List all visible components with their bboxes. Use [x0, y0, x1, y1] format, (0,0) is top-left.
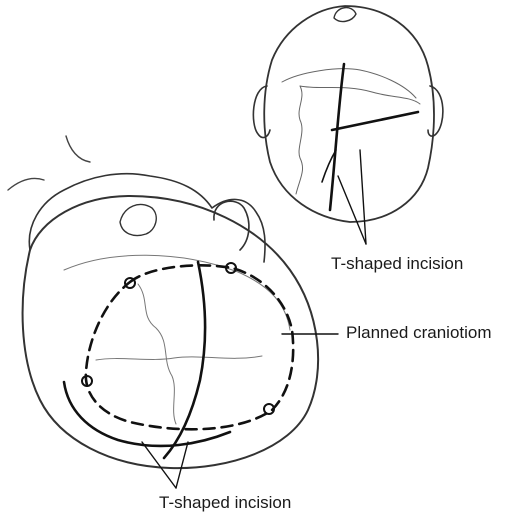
- large-head-oblique-view: [7, 135, 320, 470]
- small-nose-outline: [333, 7, 357, 23]
- small-incision-branch: [321, 149, 337, 183]
- burr-hole-marker: [263, 403, 275, 415]
- burr-hole-marker: [124, 277, 136, 289]
- large-head-outline: [21, 195, 320, 470]
- leader-line-bottom-incision-a: [141, 441, 177, 489]
- top-incision-label: T-shaped incision: [331, 254, 464, 273]
- small-head-outline: [263, 5, 435, 223]
- leader-line-top-incision-a: [337, 175, 367, 245]
- leader-line-bottom-incision-b: [175, 441, 189, 489]
- large-face-ridge: [28, 172, 266, 263]
- small-right-ear: [427, 85, 444, 137]
- small-head-top-view: [252, 5, 444, 223]
- burr-hole-marker: [81, 375, 93, 387]
- leader-lines: [141, 149, 367, 489]
- large-inner-scalp-line: [63, 254, 291, 331]
- craniotomy-label: Planned craniotiom: [346, 323, 492, 342]
- large-incision-horizontal: [62, 380, 232, 448]
- planned-craniotomy-dashed-outline: [84, 264, 295, 431]
- small-scalp-inner-line: [281, 68, 417, 99]
- bottom-incision-label: T-shaped incision: [159, 493, 292, 512]
- burr-hole-marker: [225, 262, 237, 274]
- large-incision-vertical: [162, 260, 207, 460]
- small-craniotomy-wavy-line: [295, 85, 421, 195]
- large-nose-outline: [119, 203, 157, 237]
- large-hairline: [7, 135, 91, 191]
- large-right-ear: [213, 200, 250, 251]
- small-incision-vertical: [328, 62, 346, 212]
- small-incision-horizontal: [330, 110, 420, 132]
- large-bone-crack-lines: [95, 283, 263, 425]
- small-left-ear: [252, 85, 271, 139]
- leader-line-top-incision-b: [359, 149, 367, 245]
